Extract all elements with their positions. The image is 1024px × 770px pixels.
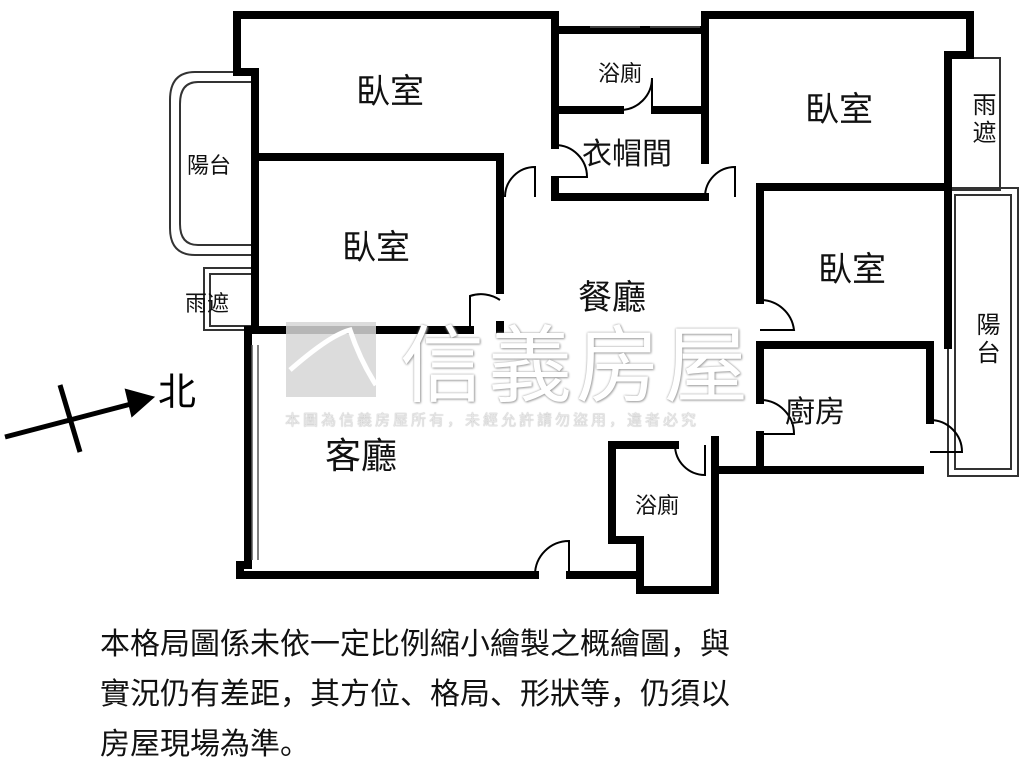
door-swing — [929, 419, 964, 453]
note-line: 實況仍有差距，其方位、格局、形狀等，仍須以 — [100, 677, 730, 712]
label-dining: 餐廳 — [578, 278, 646, 318]
door-swing — [469, 293, 501, 330]
balcony-left-inner-outline — [179, 81, 255, 246]
north-arrow-icon — [4, 384, 156, 453]
doors — [469, 77, 964, 576]
balcony-left-outline — [169, 71, 255, 256]
watermark-logo-swoosh — [288, 327, 379, 387]
north-arrow-crossbar — [57, 384, 83, 453]
label-bedroom-mid-left: 臥室 — [342, 228, 410, 268]
wall — [701, 11, 974, 349]
wall — [233, 11, 559, 149]
label-bedroom-top-right: 臥室 — [805, 90, 873, 130]
wall — [608, 436, 719, 594]
label-bathroom-top: 浴廁 — [598, 62, 643, 87]
wall — [551, 176, 709, 201]
door-swing — [759, 399, 796, 435]
balcony-right-inner-outline — [954, 194, 1012, 470]
label-kitchen: 廚房 — [785, 395, 845, 430]
door-swing — [759, 298, 796, 331]
door-swing — [619, 77, 653, 111]
label-balcony-right: 陽台 — [972, 312, 1000, 368]
windows — [251, 26, 700, 560]
label-closet: 衣帽間 — [582, 137, 672, 172]
door-swing — [504, 165, 536, 198]
wall — [251, 153, 504, 294]
note-line: 本格局圖係未依一定比例縮小繪製之概繪圖，與 — [100, 627, 730, 662]
wall — [233, 11, 259, 334]
door-swing — [554, 144, 589, 178]
watermark-brand: 信義房屋 — [400, 317, 753, 415]
wall — [756, 431, 924, 474]
wall — [236, 326, 539, 579]
label-rain-shield-left: 雨遮 — [185, 292, 230, 317]
wall — [756, 341, 934, 424]
door-swing — [704, 165, 736, 198]
watermark-notice: 本圖為信義房屋所有，未經允許請勿盜用，違者必究 — [285, 411, 700, 429]
label-bedroom-right: 臥室 — [818, 250, 886, 290]
label-rain-shield-right: 雨遮 — [968, 92, 996, 148]
north-arrow-head — [124, 388, 156, 418]
note-line: 房屋現場為準。 — [100, 727, 310, 762]
label-bathroom-bottom: 浴廁 — [635, 494, 680, 519]
north-label: 北 — [158, 370, 197, 414]
label-living: 客廳 — [325, 436, 398, 477]
disclaimer-note: 本格局圖係未依一定比例縮小繪製之概繪圖，與 實況仍有差距，其方位、格局、形狀等，… — [100, 620, 920, 770]
label-bedroom-top-left: 臥室 — [356, 72, 424, 112]
door-swing — [674, 444, 706, 477]
door-swing — [534, 539, 570, 576]
label-balcony-left: 陽台 — [187, 154, 232, 179]
